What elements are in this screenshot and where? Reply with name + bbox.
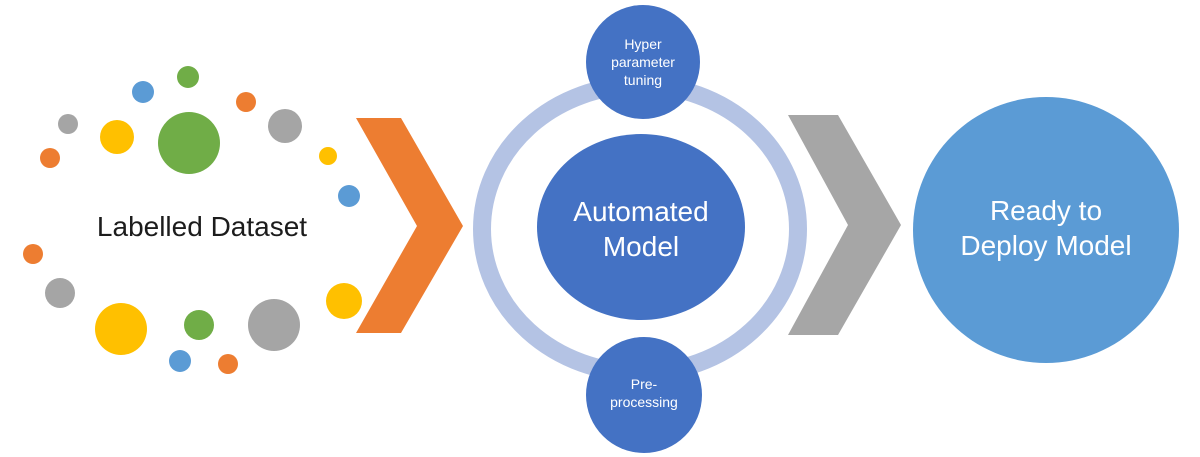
dataset-dot [326, 283, 362, 319]
automated-model-circle [537, 134, 745, 320]
hyperparameter-tuning-circle [586, 5, 700, 119]
dataset-dot [184, 310, 214, 340]
dataset-dot [218, 354, 238, 374]
dataset-dot [177, 66, 199, 88]
dataset-dot [132, 81, 154, 103]
dataset-dots [23, 66, 362, 374]
dataset-dot [319, 147, 337, 165]
preprocessing-circle [586, 337, 702, 453]
gray-chevron-right-icon [788, 115, 901, 335]
dataset-dot [40, 148, 60, 168]
dataset-dot [268, 109, 302, 143]
dataset-dot [95, 303, 147, 355]
dataset-dot [169, 350, 191, 372]
dataset-dot [58, 114, 78, 134]
dataset-dot [158, 112, 220, 174]
dataset-dot [248, 299, 300, 351]
orange-chevron-right-icon [356, 118, 463, 333]
dataset-dot [236, 92, 256, 112]
ready-to-deploy-circle [913, 97, 1179, 363]
dataset-dot [338, 185, 360, 207]
dataset-dot [100, 120, 134, 154]
dataset-dot [23, 244, 43, 264]
dataset-dot [45, 278, 75, 308]
